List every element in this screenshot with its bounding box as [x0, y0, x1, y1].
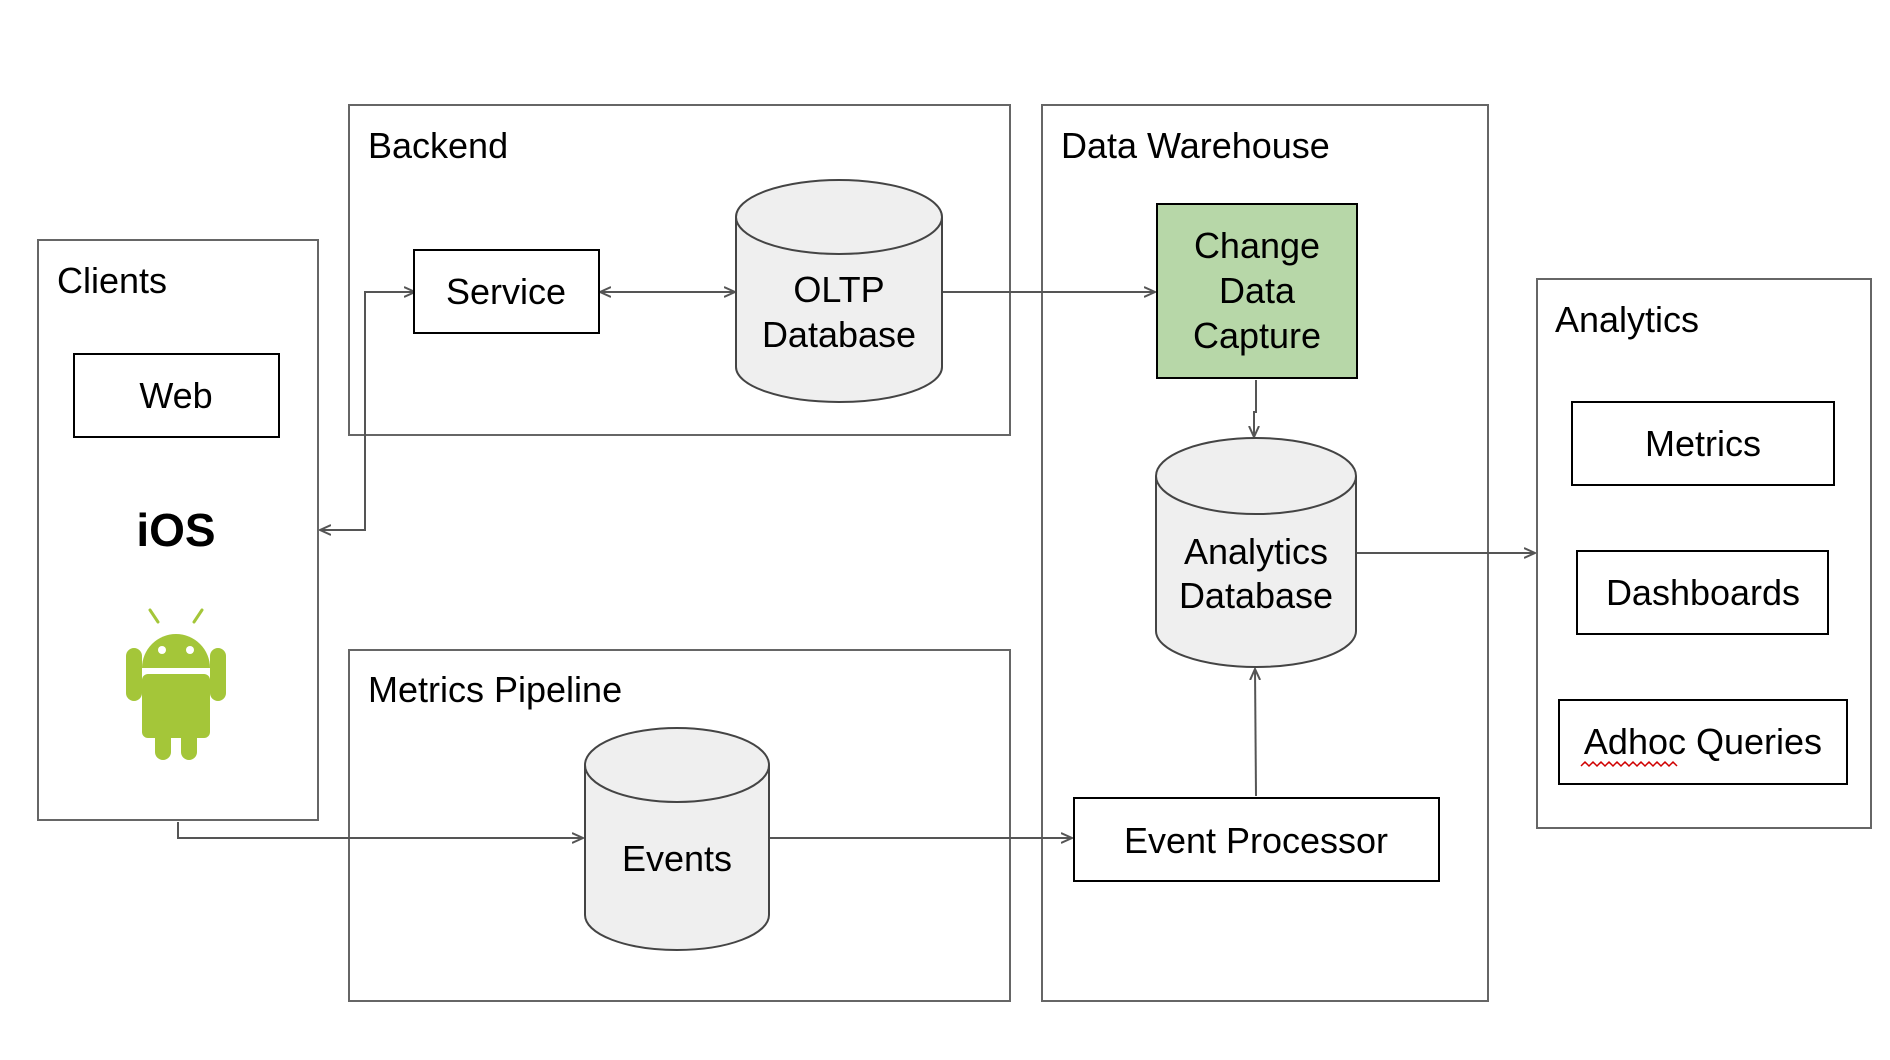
ios-label: iOS [136, 504, 215, 556]
data-warehouse-group-title: Data Warehouse [1061, 125, 1330, 166]
metrics-pipeline-group-title: Metrics Pipeline [368, 669, 622, 710]
edge-cdc-analytics-db [1254, 380, 1256, 437]
edge-service-clients [320, 292, 415, 530]
analytics-db-label-line2: Database [1179, 575, 1333, 616]
analytics-group-title: Analytics [1555, 299, 1699, 340]
adhoc-queries-box: Adhoc Queries [1558, 699, 1848, 785]
analytics-db-label-line1: Analytics [1184, 531, 1328, 572]
analytics-database-node: Analytics Database [1155, 437, 1357, 668]
oltp-database-node: OLTP Database [735, 179, 943, 403]
service-node: Service [413, 249, 600, 334]
metrics-label: Metrics [1645, 423, 1761, 464]
event-processor-node: Event Processor [1073, 797, 1440, 882]
change-data-capture-node: Change Data Capture [1156, 203, 1358, 379]
adhoc-queries-label: Adhoc Queries [1584, 721, 1822, 762]
events-node: Events [584, 727, 770, 951]
web-label: Web [139, 375, 212, 416]
metrics-box: Metrics [1571, 401, 1835, 486]
edge-clients-events [177, 822, 583, 838]
oltp-label-line1: OLTP [793, 269, 884, 310]
event-processor-label: Event Processor [1124, 820, 1388, 861]
android-icon [126, 608, 226, 760]
cdc-label-line1: Change [1194, 225, 1320, 266]
service-label: Service [446, 271, 566, 312]
clients-group-title: Clients [57, 260, 167, 301]
cdc-label-line2: Data [1219, 270, 1296, 311]
dashboards-box: Dashboards [1576, 550, 1829, 635]
oltp-label-line2: Database [762, 314, 916, 355]
spellcheck-squiggle [1580, 760, 1678, 768]
cdc-label-line3: Capture [1193, 315, 1321, 356]
edge-event-processor-analytics-db [1255, 669, 1256, 797]
events-label: Events [622, 838, 732, 879]
backend-group-title: Backend [368, 125, 508, 166]
web-box: Web [73, 353, 280, 438]
dashboards-label: Dashboards [1606, 572, 1800, 613]
